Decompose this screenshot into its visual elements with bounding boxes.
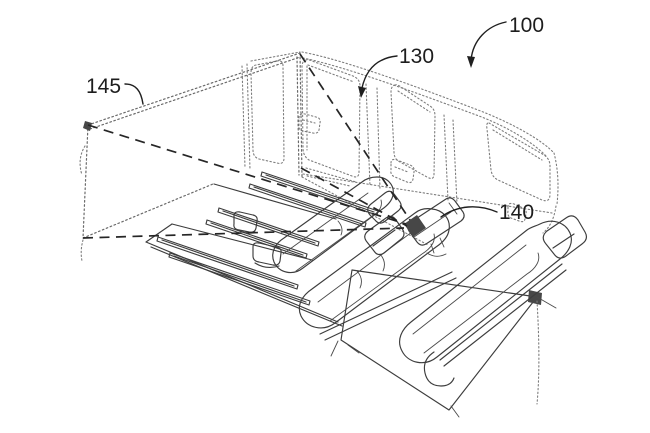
ray-top-left: [87, 124, 407, 225]
cabin-floor: [145, 171, 379, 327]
rear-body-edge: [542, 152, 559, 234]
seat-track-3: [217, 207, 320, 247]
screen-top-edge: [87, 52, 301, 130]
seat-rear: [340, 215, 588, 418]
arrowhead-130: [358, 86, 366, 98]
platform-spurs: [450, 296, 557, 418]
seat-seam: [337, 220, 343, 236]
headrest: [364, 215, 405, 256]
roofline-inner: [302, 57, 548, 158]
ref-label-145: 145: [86, 75, 144, 105]
screen-bottom-edge: [82, 183, 214, 239]
vehicle-outline: [241, 51, 559, 246]
seat-frame-rail: [319, 271, 457, 341]
roof-front-edge: [250, 51, 301, 62]
foot-bracket: [423, 351, 455, 387]
projection-rays: [82, 53, 411, 239]
ray-top-right: [299, 53, 411, 221]
arrowhead-100: [467, 56, 475, 68]
window-side-door: [301, 59, 361, 178]
platform-rear-edge-hidden: [536, 300, 540, 405]
seat-track-5: [156, 236, 299, 290]
roofline-outer: [301, 51, 555, 154]
seat-track-2: [248, 183, 367, 228]
wall-base: [301, 176, 429, 246]
door-handle-rear: [507, 202, 527, 223]
wall-contours: [305, 167, 357, 187]
platform-corner-hatch: [528, 290, 542, 305]
projector-unit: [404, 197, 465, 257]
projection-screen: [79, 52, 303, 262]
label-100-text: 100: [509, 14, 544, 37]
window-sill: [302, 173, 553, 214]
floor-near-edge-upper: [171, 223, 313, 261]
seatback-contour: [317, 225, 435, 322]
ref-label-140: 140: [440, 201, 534, 224]
seat-middle-far: [272, 176, 402, 274]
window-front-door-hidden: [250, 60, 285, 164]
door-handle-middle: [390, 158, 415, 184]
seatback-outline: [272, 176, 394, 274]
ray-bottom-left: [82, 227, 405, 239]
leader-140: [440, 206, 498, 218]
floor-far-edge: [213, 183, 337, 220]
headrest: [542, 215, 588, 259]
leader-100: [470, 21, 507, 61]
ray-bottom-right: [300, 167, 408, 227]
seat-seams: [356, 253, 385, 289]
leader-145: [124, 83, 144, 105]
seat-track-1: [260, 171, 379, 216]
ref-label-100: 100: [467, 14, 544, 68]
headrest: [367, 190, 402, 224]
screen-stand-line: [79, 145, 86, 262]
ref-label-130: 130: [358, 45, 434, 98]
label-140-text: 140: [499, 201, 534, 224]
label-130-text: 130: [399, 45, 434, 68]
window-side-door-inner: [306, 64, 355, 151]
seatback-outline: [399, 220, 572, 364]
screen-corner-marker: [83, 121, 92, 131]
leader-130: [361, 55, 398, 89]
b-pillar: [365, 83, 381, 191]
seat-platform-panel: [340, 269, 538, 411]
seatback-contour: [412, 244, 540, 354]
projector-mount: [426, 237, 447, 257]
screen-right-edge: [296, 52, 303, 178]
seat-track-4: [205, 219, 308, 259]
c-pillar: [443, 114, 458, 205]
front-pillar-hidden: [241, 63, 251, 171]
screen-left-edge: [82, 124, 89, 239]
projector-edges: [413, 202, 458, 238]
window-rear-quarter: [486, 122, 551, 202]
window-middle-inner: [397, 90, 431, 113]
seat-track-6: [168, 252, 311, 306]
label-145-text: 145: [86, 75, 121, 98]
floor-console-far: [233, 211, 258, 234]
window-middle: [390, 84, 436, 179]
seat-frame-rail: [439, 263, 567, 367]
door-handle-front: [298, 113, 321, 134]
projector-lens: [404, 215, 426, 237]
